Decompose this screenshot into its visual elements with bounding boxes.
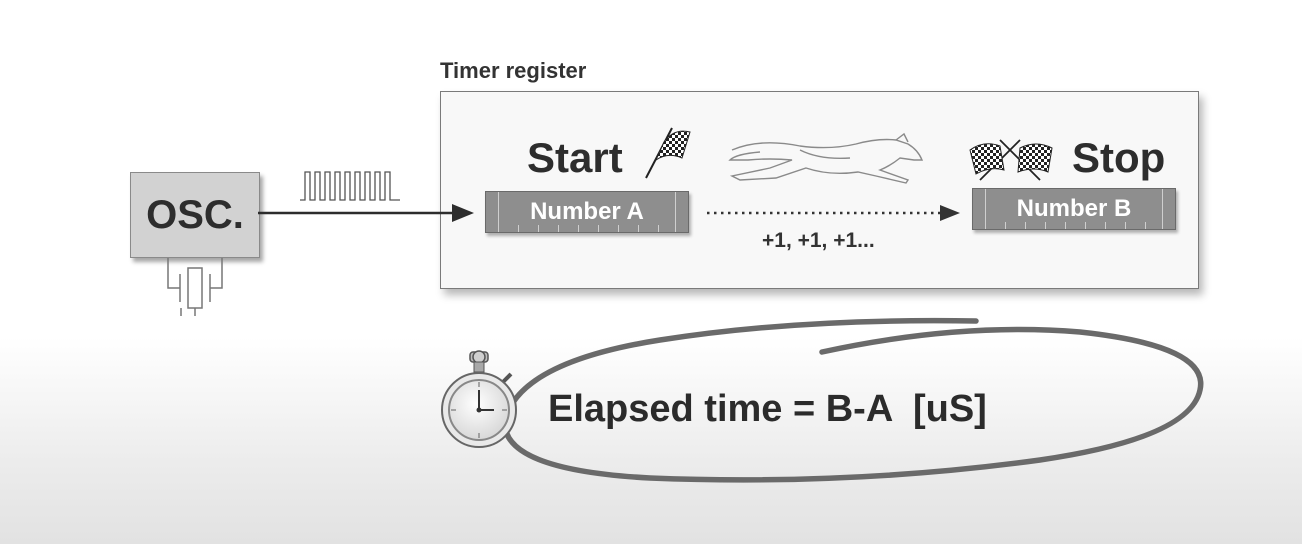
signal-arrow [258, 204, 474, 222]
oscillator-label: OSC. [146, 192, 244, 237]
stopwatch-icon [441, 350, 517, 448]
register-number-a: Number A [485, 191, 689, 233]
increment-label: +1, +1, +1... [762, 229, 875, 252]
register-a-label: Number A [530, 198, 644, 225]
elapsed-time-formula: Elapsed time = B-A [uS] [548, 388, 987, 430]
counting-arrow [707, 205, 960, 221]
checkered-flag-icon [645, 127, 691, 179]
crystal-icon [167, 258, 223, 316]
oscillator-box: OSC. [130, 172, 260, 258]
highlight-ellipse [502, 317, 1204, 483]
register-b-label: Number B [1016, 195, 1132, 222]
start-label: Start [527, 134, 623, 181]
greyhound-icon [728, 132, 924, 184]
register-number-b: Number B [972, 188, 1176, 230]
stop-label: Stop [1072, 134, 1166, 181]
clock-signal-icon [300, 171, 400, 201]
panel-title: Timer register [440, 58, 587, 83]
crossed-flags-icon [969, 139, 1053, 181]
